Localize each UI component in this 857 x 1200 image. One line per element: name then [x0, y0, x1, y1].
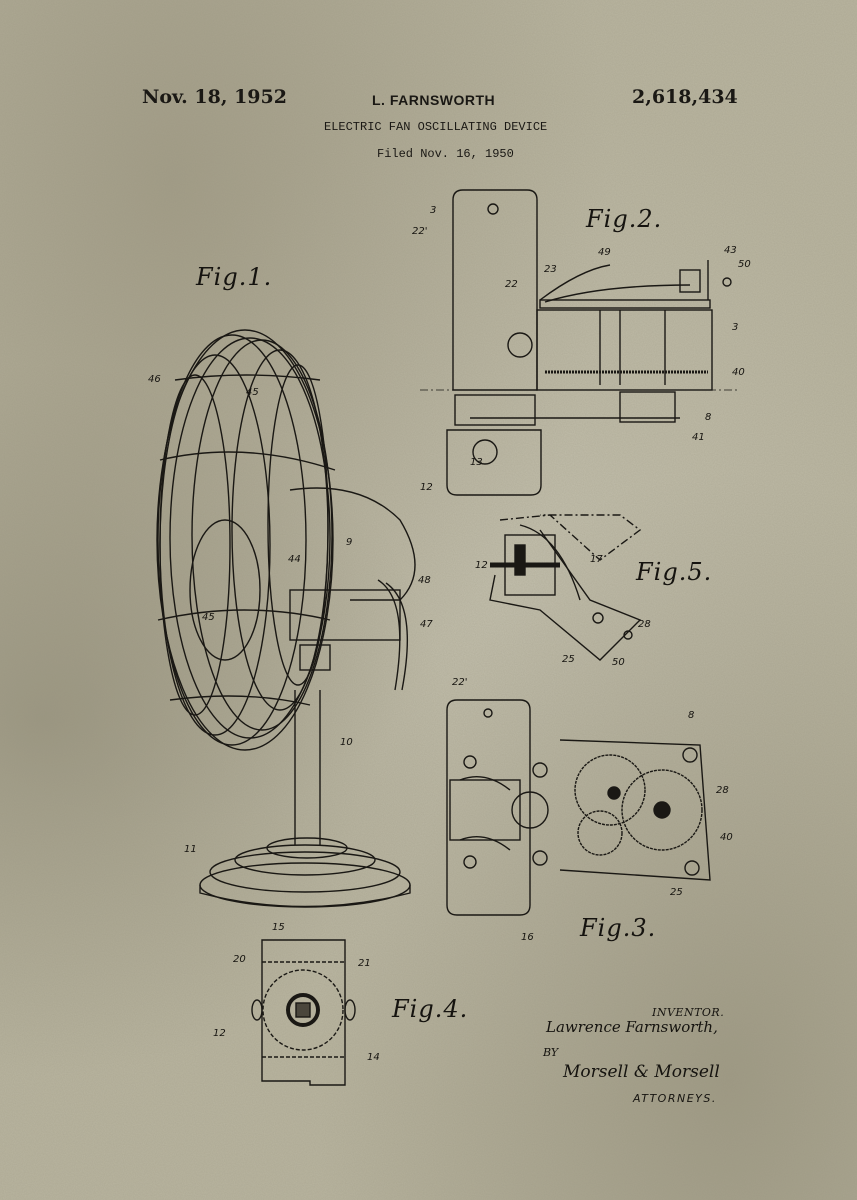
- svg-text:23: 23: [544, 264, 557, 275]
- attorney-signature: Morsell & Morsell: [563, 1062, 720, 1082]
- inventor-label: INVENTOR.: [652, 1006, 725, 1019]
- svg-text:21: 21: [358, 958, 371, 969]
- fig4-label: Fig.4.: [392, 995, 469, 1023]
- svg-text:44: 44: [288, 554, 301, 565]
- svg-text:45: 45: [246, 387, 259, 398]
- fig5-drawing: [489, 514, 642, 661]
- svg-text:25: 25: [562, 654, 575, 665]
- svg-text:47: 47: [420, 619, 433, 630]
- attorneys-label: ATTORNEYS.: [633, 1092, 717, 1105]
- svg-text:45: 45: [202, 612, 215, 623]
- fig3-label: Fig.3.: [580, 914, 657, 942]
- svg-text:25: 25: [670, 887, 683, 898]
- patent-title: ELECTRIC FAN OSCILLATING DEVICE: [324, 120, 548, 134]
- by-label: BY: [543, 1046, 559, 1059]
- svg-text:15: 15: [272, 922, 285, 933]
- svg-text:20: 20: [233, 954, 246, 965]
- inventor-signature: Lawrence Farnsworth,: [546, 1018, 718, 1036]
- inventor-name: L. FARNSWORTH: [372, 92, 496, 108]
- patent-date: Nov. 18, 1952: [142, 86, 287, 108]
- svg-text:41: 41: [692, 432, 705, 443]
- svg-text:12: 12: [475, 560, 488, 571]
- svg-text:40: 40: [732, 367, 745, 378]
- svg-text:28: 28: [716, 785, 729, 796]
- svg-text:22': 22': [412, 226, 427, 237]
- svg-text:40: 40: [720, 832, 733, 843]
- svg-text:22: 22: [505, 279, 518, 290]
- svg-text:28: 28: [638, 619, 651, 630]
- svg-text:46: 46: [148, 374, 161, 385]
- svg-text:3: 3: [732, 322, 738, 333]
- fig2-drawing: [420, 189, 740, 496]
- svg-text:12: 12: [213, 1028, 226, 1039]
- svg-text:50: 50: [612, 657, 625, 668]
- svg-text:14: 14: [367, 1052, 380, 1063]
- fig4-drawing: [251, 939, 356, 1086]
- fig5-label: Fig.5.: [636, 558, 713, 586]
- svg-text:13: 13: [470, 457, 483, 468]
- svg-text:43: 43: [724, 245, 737, 256]
- fig1-label: Fig.1.: [196, 263, 273, 291]
- fig3-drawing: [446, 699, 711, 916]
- svg-text:48: 48: [418, 575, 431, 586]
- svg-text:11: 11: [184, 844, 197, 855]
- patent-number: 2,618,434: [632, 86, 738, 108]
- filed-date: Filed Nov. 16, 1950: [377, 147, 514, 161]
- svg-text:10: 10: [340, 737, 353, 748]
- svg-text:22': 22': [452, 677, 467, 688]
- svg-text:9: 9: [346, 537, 352, 548]
- svg-text:49: 49: [598, 247, 611, 258]
- svg-text:50: 50: [738, 259, 751, 270]
- svg-text:16: 16: [521, 932, 534, 943]
- svg-text:17: 17: [590, 554, 603, 565]
- fig1-fan-drawing: [156, 329, 416, 908]
- svg-text:12: 12: [420, 482, 433, 493]
- svg-text:8: 8: [688, 710, 694, 721]
- fig2-label: Fig.2.: [586, 205, 663, 233]
- svg-text:8: 8: [705, 412, 711, 423]
- svg-text:3: 3: [430, 205, 436, 216]
